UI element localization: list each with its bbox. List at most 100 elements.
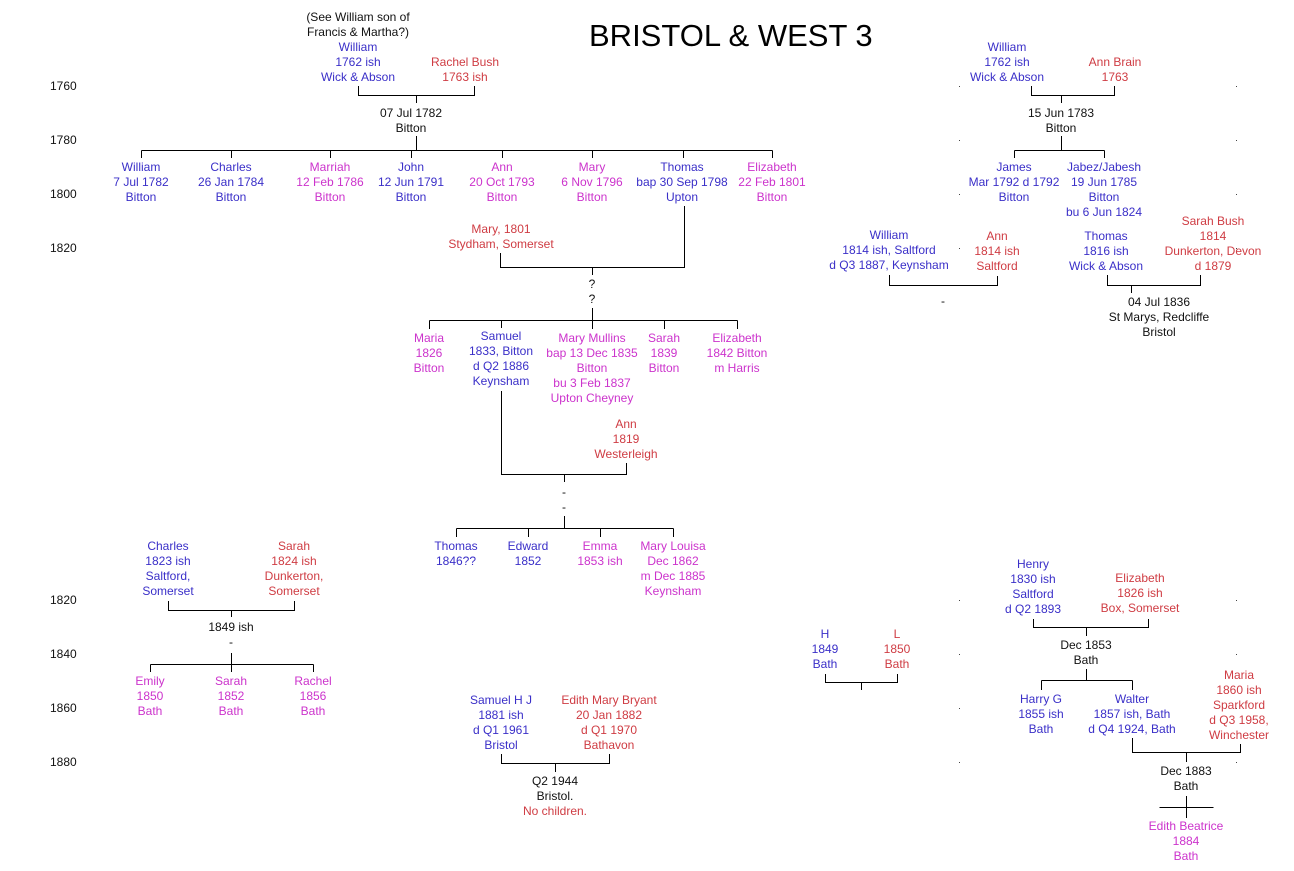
person-line: Ann — [491, 160, 513, 174]
person-line: 1824 ish — [271, 554, 317, 568]
person-samuel-hj: Samuel H J 1881 ish d Q1 1961 Bristol — [470, 693, 532, 753]
person-line: Dunkerton, Devon — [1164, 244, 1262, 258]
person-line: Box, Somerset — [1100, 601, 1180, 615]
person-line: 1857 ish, Bath — [1093, 707, 1171, 721]
person-line: 22 Feb 1801 — [738, 175, 806, 189]
person-line: 12 Jun 1791 — [377, 175, 445, 189]
person-line: 1842 Bitton — [706, 346, 768, 360]
person-line: 1850 — [883, 642, 911, 656]
person-line: 26 Jan 1784 — [197, 175, 265, 189]
person-line: Sarah — [214, 674, 248, 688]
grid-dot — [959, 194, 960, 195]
person-line: d 1879 — [1194, 259, 1232, 273]
person-line: Ann — [615, 417, 637, 431]
person-line: 20 Oct 1793 — [469, 175, 535, 189]
grid-dot — [1236, 194, 1237, 195]
person-edward-1852: Edward 1852 — [508, 539, 549, 569]
person-henry-1830: Henry 1830 ish Saltford d Q2 1893 — [1005, 557, 1061, 617]
marriage-line: Dec 1853 — [1060, 638, 1112, 652]
year-label: 1880 — [50, 755, 77, 769]
person-line: Bitton — [1088, 190, 1120, 204]
person-line: 1819 — [612, 432, 640, 446]
note-line: (See William son of — [306, 10, 410, 24]
person-rachel-1856: Rachel 1856 Bath — [294, 674, 331, 719]
person-line: Bathavon — [583, 738, 635, 752]
person-line: William — [987, 40, 1027, 54]
marriage-line: Bristol. — [536, 789, 574, 803]
marriage-dash: - - — [562, 485, 566, 515]
person-line: Ann — [986, 229, 1008, 243]
person-line: Bitton — [756, 190, 788, 204]
person-line: 1814 ish — [974, 244, 1020, 258]
year-label: 1760 — [50, 79, 77, 93]
marriage-line: Bath — [1173, 779, 1199, 793]
person-line: Bitton — [215, 190, 247, 204]
person-line: 1816 ish — [1083, 244, 1129, 258]
person-line: Mary Mullins — [558, 331, 626, 345]
person-elizabeth-1842: Elizabeth 1842 Bitton m Harris — [707, 331, 768, 376]
person-line: Dunkerton, — [264, 569, 324, 583]
person-line: Saltford — [1012, 587, 1054, 601]
marriage-1944: Q2 1944 Bristol. No children. — [523, 774, 587, 819]
person-line: 1850 — [136, 689, 164, 703]
person-line: Bath — [884, 657, 910, 671]
person-thomas-1798: Thomas bap 30 Sep 1798 Upton — [636, 160, 727, 205]
grid-dot — [959, 86, 960, 87]
person-line: Sarah — [277, 539, 311, 553]
person-samuel-1833: Samuel 1833, Bitton d Q2 1886 Keynsham — [469, 329, 533, 389]
person-line: Ann Brain — [1088, 55, 1142, 69]
person-line: Westerleigh — [594, 447, 658, 461]
person-line: 20 Jan 1882 — [575, 708, 643, 722]
person-john-1791: John 12 Jun 1791 Bitton — [378, 160, 444, 205]
person-line: 1814 — [1199, 229, 1227, 243]
year-label: 1860 — [50, 701, 77, 715]
person-line: 1826 ish — [1117, 586, 1163, 600]
person-line: d Q3 1887, Keynsham — [829, 258, 949, 272]
marriage-1853: Dec 1853 Bath — [1060, 638, 1111, 668]
person-line: Wick & Abson — [1068, 259, 1144, 273]
person-line: Bath — [812, 657, 838, 671]
person-line: Mary, 1801 — [471, 222, 531, 236]
person-ann-1793: Ann 20 Oct 1793 Bitton — [469, 160, 534, 205]
person-line: Bitton — [486, 190, 518, 204]
person-charles-1823: Charles 1823 ish Saltford, Somerset — [142, 539, 193, 599]
person-line: L — [893, 627, 901, 641]
person-sarah-1824: Sarah 1824 ish Dunkerton, Somerset — [265, 539, 324, 599]
person-line: 1762 ish — [335, 55, 381, 69]
marriage-unknown: ? ? — [589, 277, 596, 307]
person-line: Keynsham — [644, 584, 702, 598]
year-label: 1840 — [50, 647, 77, 661]
person-line: William — [338, 40, 378, 54]
person-line: 1884 — [1172, 834, 1200, 848]
person-line: Mar 1792 d 1792 — [968, 175, 1060, 189]
person-line: Sarah Bush — [1181, 214, 1245, 228]
person-line: Bitton — [998, 190, 1030, 204]
person-line: bu 6 Jun 1824 — [1065, 205, 1143, 219]
person-line: Mary — [578, 160, 606, 174]
person-line: Henry — [1016, 557, 1050, 571]
person-ann-1814: Ann 1814 ish Saltford — [974, 229, 1019, 274]
person-line: Edward — [507, 539, 549, 553]
person-line: Charles — [210, 160, 252, 174]
person-line: Keynsham — [472, 374, 530, 388]
grid-dot — [1236, 140, 1237, 141]
person-line: Thomas — [434, 539, 478, 553]
marriage-line: 15 Jun 1783 — [1027, 106, 1095, 120]
chart-title: BRISTOL & WEST 3 — [589, 18, 873, 53]
grid-dot — [1236, 654, 1237, 655]
person-line: Bitton — [314, 190, 346, 204]
person-harry-g: Harry G 1855 ish Bath — [1018, 692, 1063, 737]
person-line: d Q1 1970 — [580, 723, 638, 737]
year-label: 1820 — [50, 241, 77, 255]
person-line: bu 3 Feb 1837 — [553, 376, 631, 390]
year-label: 1780 — [50, 133, 77, 147]
marriage-line: Dec 1883 — [1160, 764, 1212, 778]
marriage-line: Bitton — [1045, 121, 1077, 135]
person-line: Edith Mary Bryant — [561, 693, 657, 707]
person-edith-beatrice: Edith Beatrice 1884 Bath — [1149, 819, 1224, 864]
person-elizabeth-1801: Elizabeth 22 Feb 1801 Bitton — [738, 160, 805, 205]
person-line: Bitton — [576, 361, 608, 375]
person-line: Wick & Abson — [969, 70, 1045, 84]
marriage-line: St Marys, Redcliffe — [1108, 310, 1210, 324]
person-line: 1833, Bitton — [468, 344, 534, 358]
